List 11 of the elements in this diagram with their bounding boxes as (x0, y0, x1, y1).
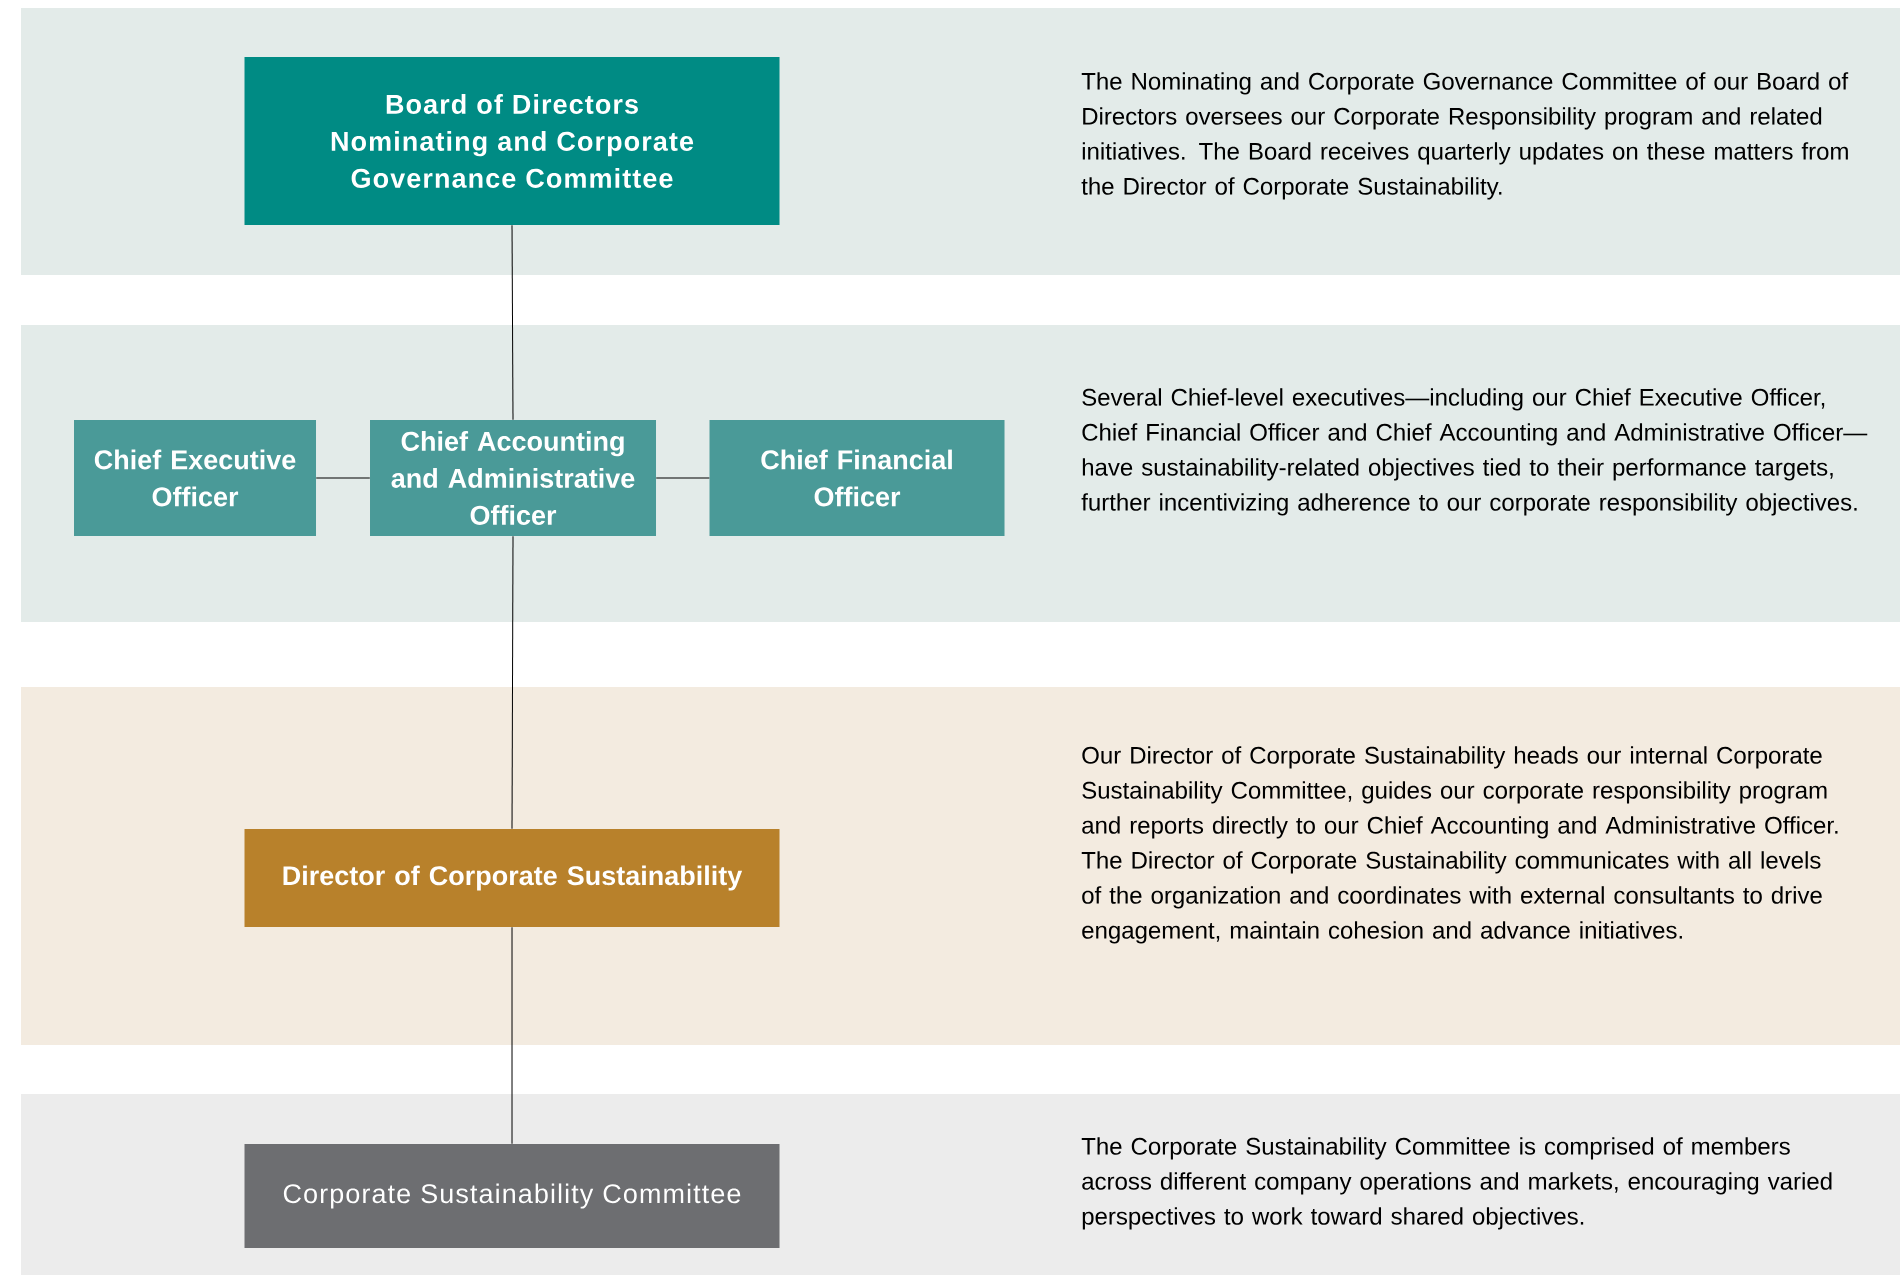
org-box: Chief Accounting and Administrative Officer (370, 420, 656, 536)
connector-line (315, 477, 371, 479)
connector-line (511, 926, 513, 1145)
connector-line (511, 224, 514, 421)
connector-line (511, 535, 514, 830)
org-box: Chief Executive Officer (74, 420, 316, 536)
org-box: Board of Directors Nominating and Corporate Governance Committee (244, 57, 780, 225)
org-box: Chief Financial Officer (709, 420, 1005, 536)
org-box: Corporate Sustainability Committee (244, 1144, 780, 1248)
connector-line (655, 477, 710, 479)
org-box: Director of Corporate Sustainability (244, 829, 780, 927)
